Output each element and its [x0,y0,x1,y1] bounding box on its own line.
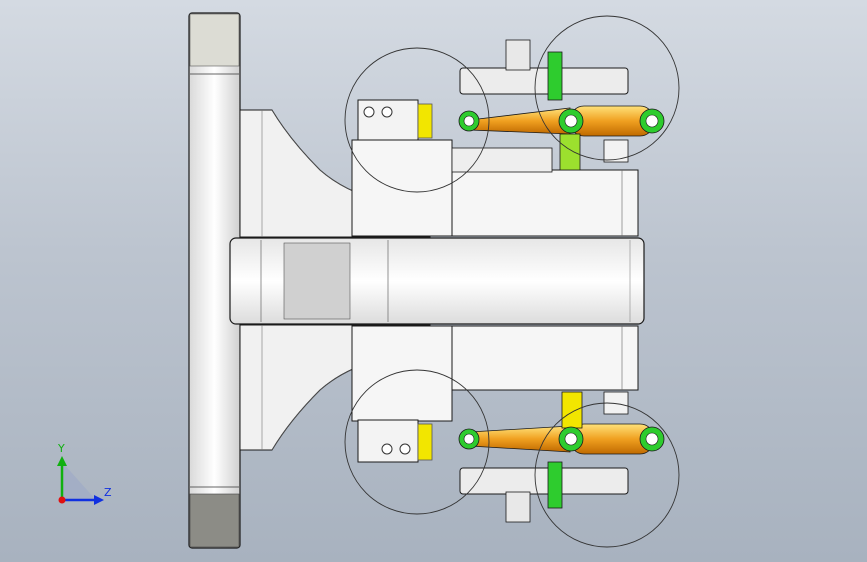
y-axis-label: Y [57,442,65,455]
lower-body-block[interactable] [351,325,639,422]
central-beam[interactable] [229,237,645,325]
motion-arcs [344,15,680,548]
upper-mount-block[interactable] [357,99,433,141]
upper-body-block[interactable] [351,139,639,237]
axis-triad: Y Z [57,442,112,505]
lower-cap-plate[interactable] [459,461,629,523]
z-axis-label: Z [104,486,112,499]
x-axis-dot [58,496,66,504]
pivot-pins[interactable] [458,108,665,452]
upper-toggle-link[interactable] [469,105,655,171]
lower-mount-block[interactable] [357,419,433,463]
flange-plate[interactable] [188,12,241,549]
upper-cap-plate[interactable] [459,39,629,101]
